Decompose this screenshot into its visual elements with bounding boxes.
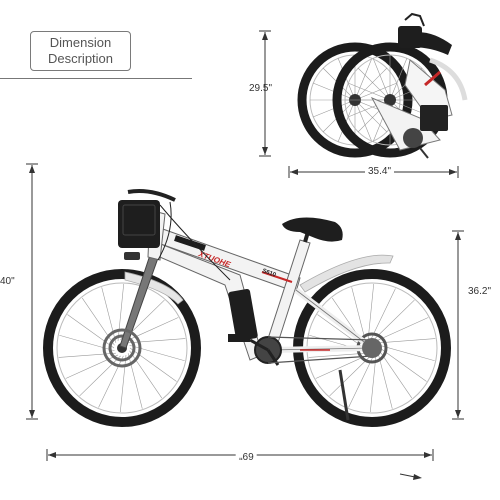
height-label: 40": [0, 276, 15, 287]
frame-model-text: S610: [261, 268, 277, 279]
height-dimension: [26, 163, 38, 420]
front-fork: [119, 254, 159, 349]
headlight: [124, 252, 140, 260]
length-label: 69": [236, 450, 257, 461]
title-line-2: Description: [47, 51, 114, 66]
unfolded-bike: XTUOHE S610: [43, 189, 451, 427]
rear-fender: [299, 254, 394, 293]
pedal: [228, 334, 250, 342]
handlebar-bag: [118, 200, 160, 248]
title-line-1: Dimension: [49, 35, 112, 50]
seat-height-label: 36.2": [468, 286, 492, 297]
folded-saddle-bag: [398, 12, 452, 55]
handlebar: [127, 189, 176, 202]
front-wheel: [43, 269, 201, 427]
folded-frame: [370, 57, 468, 151]
folded-bike: [297, 12, 468, 159]
seat-height-dimension: [452, 230, 464, 420]
kickstand: [338, 369, 350, 421]
battery: [228, 288, 258, 342]
saddle: [282, 217, 343, 242]
folded-length-label: 35.4": [365, 166, 395, 177]
folded-height-dimension: [259, 30, 271, 157]
disc-brake: [102, 328, 142, 368]
small-arrow-icon: [399, 473, 422, 480]
title-underline: [0, 78, 192, 79]
dimension-description-box: Dimension Description: [30, 31, 131, 71]
folded-height-label: 29.5": [249, 83, 273, 94]
